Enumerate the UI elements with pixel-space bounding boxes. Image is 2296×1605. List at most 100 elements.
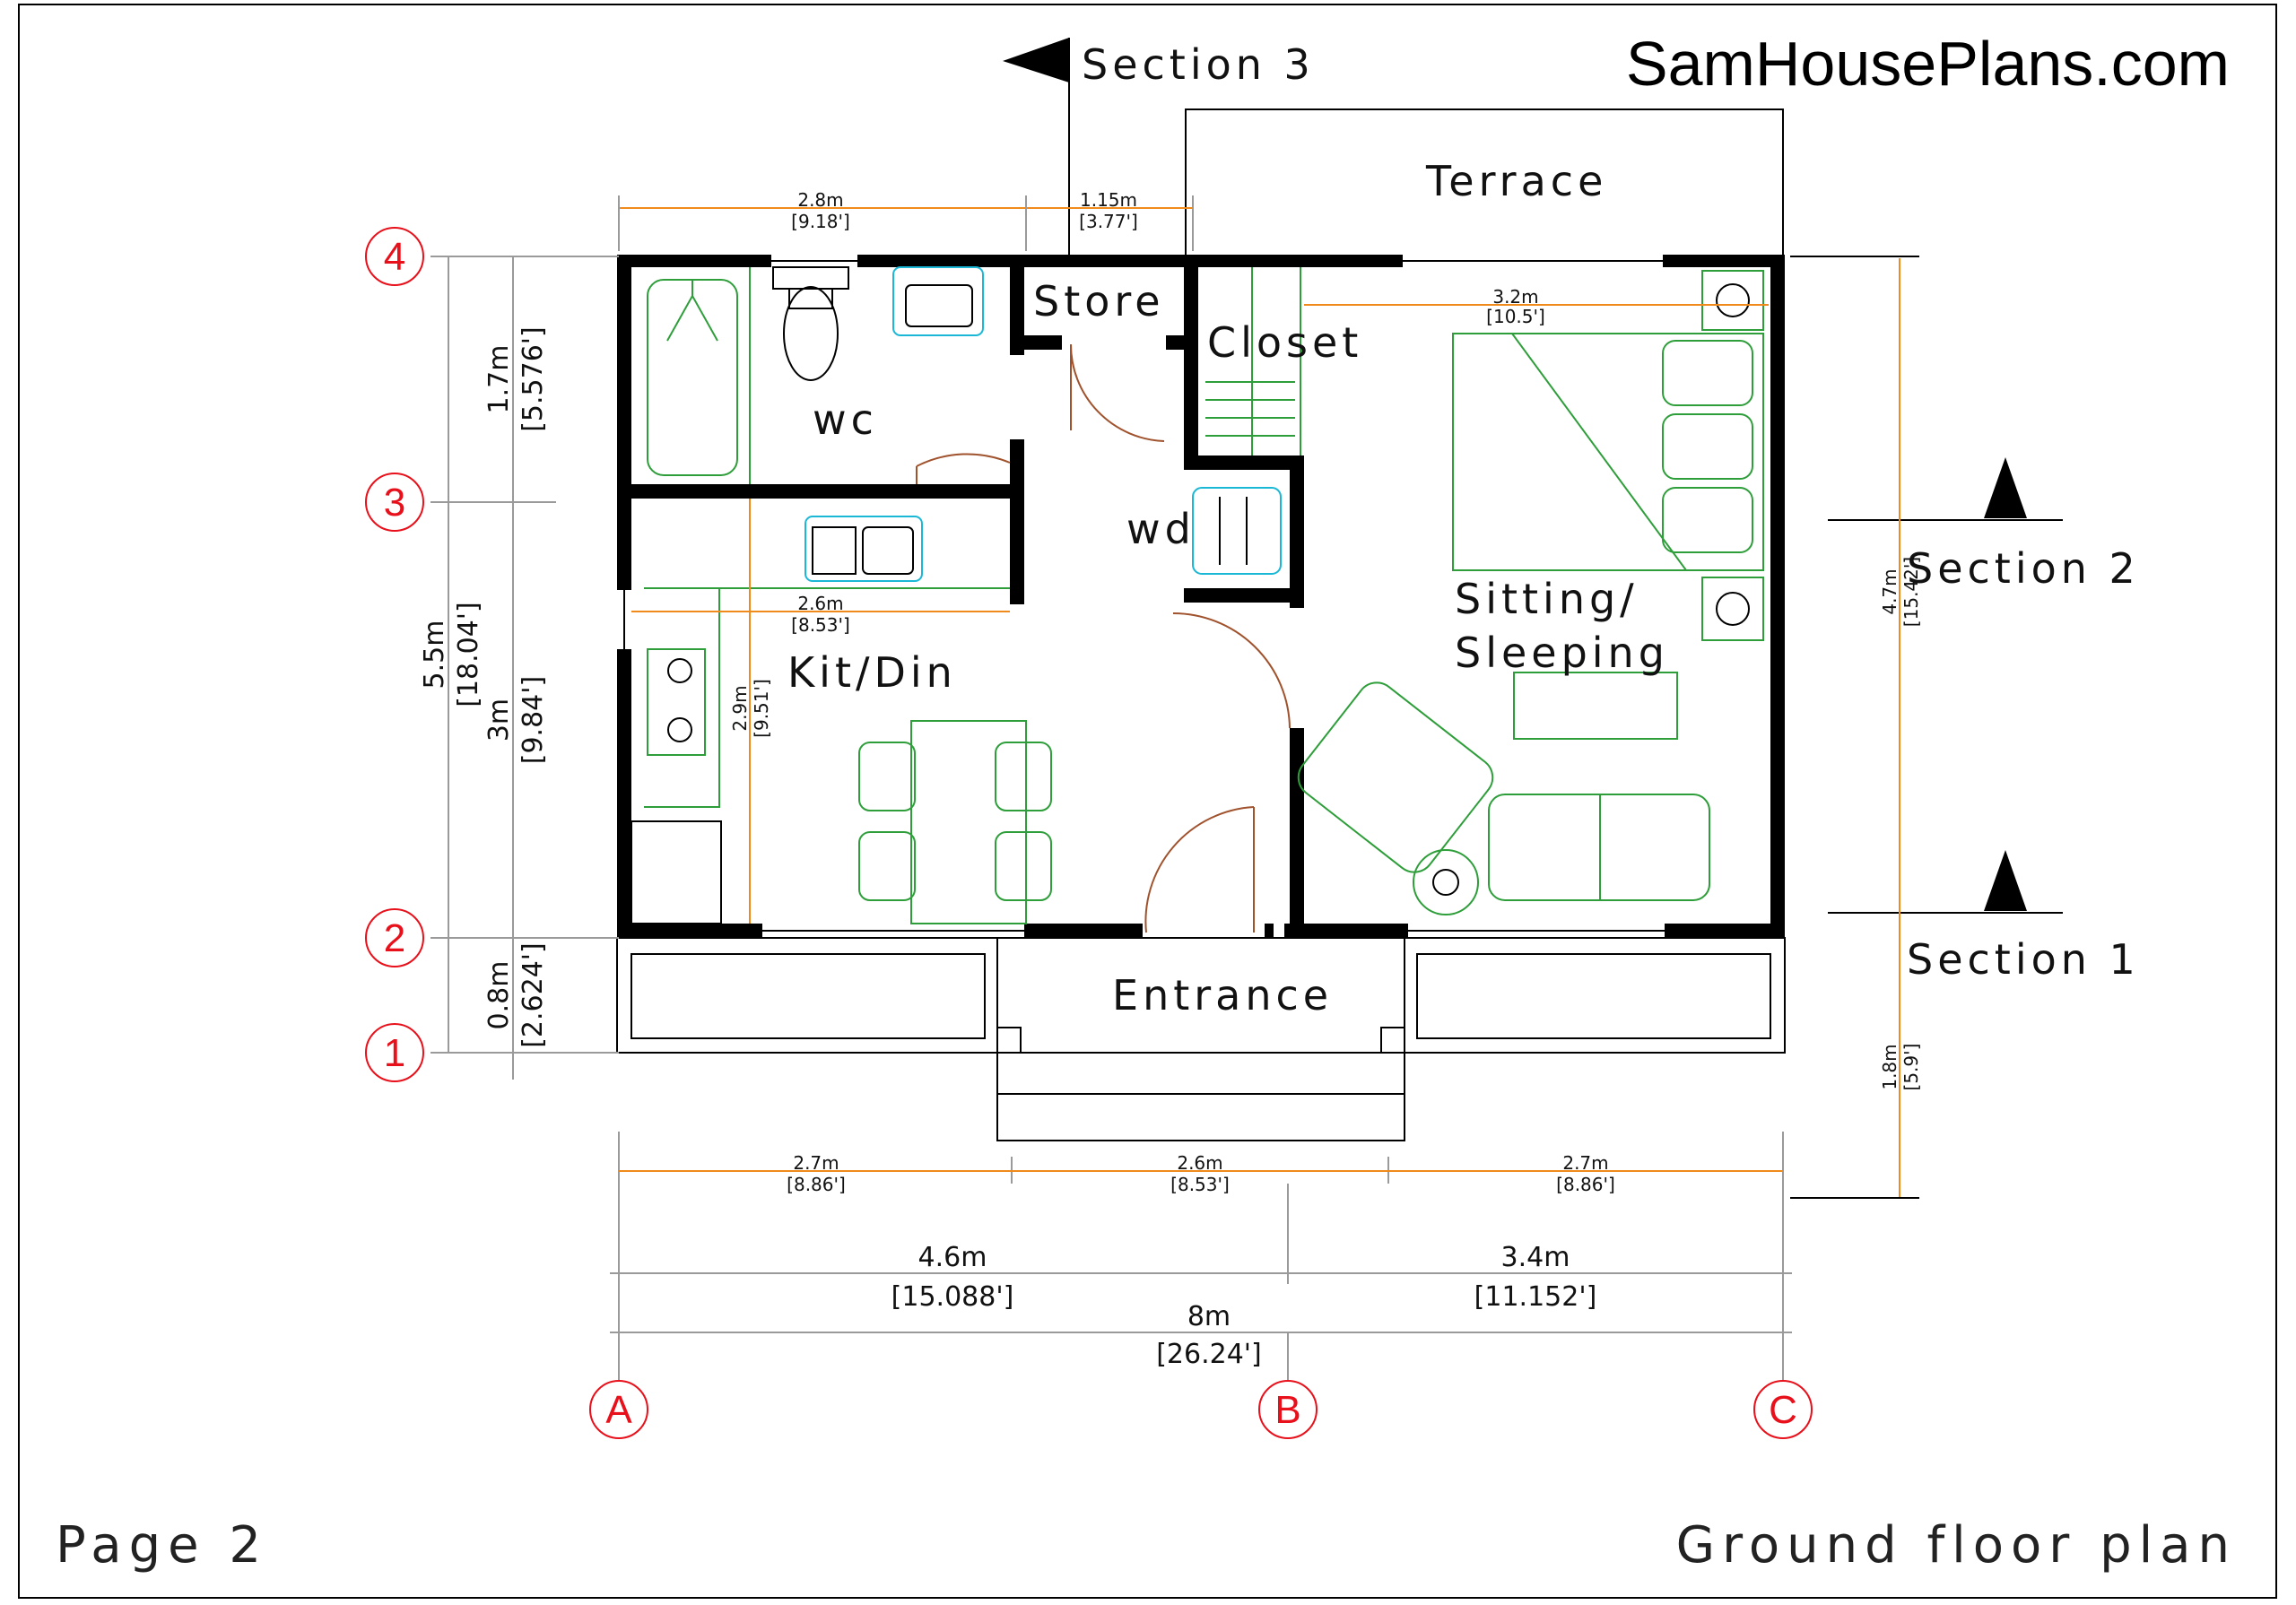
dim-wc-width-m: 2.8m <box>797 189 843 211</box>
dim-kitchen-width-m: 2.6m <box>797 593 843 614</box>
grid-marker-a <box>589 1380 648 1439</box>
dim-grid-a-b-ft: [15.088'] <box>891 1281 1014 1313</box>
dim-grid-a-b-m: 4.6m <box>918 1242 987 1273</box>
toilet <box>783 286 839 381</box>
dining-chair <box>858 831 916 901</box>
grid-marker-3 <box>365 473 424 532</box>
grid-label-c: C <box>1769 1388 1797 1432</box>
right-dimensions: 4.7m [15.42'] 1.8m [5.9'] <box>1790 256 1922 1199</box>
grid-marker-1 <box>365 1023 424 1082</box>
room-store: Store <box>1033 277 1165 325</box>
cooktop <box>647 648 706 756</box>
room-closet: Closet <box>1207 318 1362 367</box>
top-dimensions: 2.8m [9.18'] 1.15m [3.77'] <box>618 189 1194 251</box>
doors <box>916 343 1291 933</box>
dim-store-width-ft: [3.77'] <box>1079 211 1138 232</box>
dim-bay-a-ft: [8.86'] <box>787 1174 846 1195</box>
nightstand <box>1701 270 1764 331</box>
dim-bay-b-ft: [8.53'] <box>1170 1174 1230 1195</box>
entrance-porch: Entrance <box>616 937 1786 1141</box>
dim-right-porch-ft: [5.9'] <box>1900 1044 1922 1091</box>
bathtub <box>647 279 738 476</box>
kitchen-sink <box>804 516 923 582</box>
dim-right-main-ft: [15.42'] <box>1900 557 1922 627</box>
grid-label-4: 4 <box>384 235 405 279</box>
section-2-label: Section 2 <box>1907 544 2140 593</box>
bedroom-furniture <box>1297 270 1764 915</box>
grid-label-1: 1 <box>384 1031 405 1075</box>
dim-kitchen-depth-m: 2.9m <box>729 685 751 731</box>
dim-bay-c-m: 2.7m <box>1562 1152 1608 1174</box>
bed <box>1452 333 1764 571</box>
grid-marker-c <box>1753 1380 1813 1439</box>
dim-overall-width-ft: [26.24'] <box>1156 1339 1262 1370</box>
dining-table <box>910 720 1027 924</box>
dim-overall-depth-m: 5.5m <box>419 620 450 690</box>
armchair <box>1297 681 1494 873</box>
section-2-marker: Section 2 <box>1828 457 2140 593</box>
dim-grid-b-c-m: 3.4m <box>1501 1242 1570 1273</box>
wash-basin <box>892 266 984 336</box>
dim-row-4-3-ft: [5.576'] <box>517 326 549 432</box>
side-table <box>1413 849 1479 915</box>
room-sitting-line1: Sitting/ <box>1455 575 1639 623</box>
section-3-label: Section 3 <box>1082 40 1315 89</box>
dim-overall-depth-ft: [18.04'] <box>453 602 484 707</box>
dim-store-width-m: 1.15m <box>1080 189 1137 211</box>
grid-label-2: 2 <box>384 916 405 960</box>
grid-label-b: B <box>1274 1388 1300 1432</box>
dim-grid-b-c-ft: [11.152'] <box>1474 1281 1597 1313</box>
dim-right-porch-m: 1.8m <box>1879 1044 1900 1089</box>
grid-marker-b <box>1258 1380 1318 1439</box>
planter-right <box>1416 953 1771 1039</box>
dim-kitchen-depth-ft: [9.51'] <box>751 679 772 738</box>
room-wd: wd <box>1126 505 1196 553</box>
coffee-table <box>1513 672 1678 740</box>
sheet-border <box>18 4 2277 1599</box>
grid-marker-2 <box>365 908 424 967</box>
dim-row-2-1-m: 0.8m <box>483 961 515 1030</box>
page-label: Page 2 <box>56 1516 268 1575</box>
kitchen-fixtures <box>631 516 1052 924</box>
dining-chair <box>995 831 1052 901</box>
dim-right-main-m: 4.7m <box>1879 568 1900 614</box>
dim-overall-width-m: 8m <box>1187 1301 1231 1332</box>
pillow <box>1662 340 1753 406</box>
room-terrace: Terrace <box>1425 157 1607 205</box>
section-1-label: Section 1 <box>1907 935 2140 984</box>
dining-chair <box>858 742 916 811</box>
dim-kitchen-width-ft: [8.53'] <box>791 614 850 636</box>
dim-bedroom-width-m: 3.2m <box>1492 286 1538 308</box>
dim-wc-width-ft: [9.18'] <box>791 211 850 232</box>
bottom-dimensions: 2.7m [8.86'] 2.6m [8.53'] 2.7m [8.86'] 4… <box>589 1132 1813 1439</box>
dim-row-3-2-m: 3m <box>483 698 515 742</box>
room-entrance: Entrance <box>1112 971 1333 1019</box>
planter-left <box>631 953 986 1039</box>
dining-chair <box>995 742 1052 811</box>
dim-row-3-2-ft: [9.84'] <box>517 676 549 764</box>
interior-dimensions: 3.2m [10.5'] 2.6m [8.53'] 2.9m [9.51'] <box>631 286 1769 924</box>
exterior-walls <box>617 255 1785 938</box>
section-1-marker: Section 1 <box>1828 850 2140 984</box>
pillow <box>1662 413 1753 480</box>
dim-row-2-1-ft: [2.624'] <box>517 942 549 1048</box>
dim-bay-a-m: 2.7m <box>793 1152 839 1174</box>
grid-label-a: A <box>605 1388 632 1432</box>
nightstand <box>1701 577 1764 641</box>
dim-bay-b-m: 2.6m <box>1177 1152 1222 1174</box>
grid-marker-4 <box>365 227 424 286</box>
room-kitchen-dining: Kit/Din <box>787 648 957 697</box>
room-wc: wc <box>813 395 878 444</box>
closet-shelves <box>1192 267 1301 575</box>
grid-label-3: 3 <box>384 481 405 525</box>
dim-row-4-3-m: 1.7m <box>483 345 515 414</box>
left-grid: 4 3 2 1 1.7m [5.576'] 3m [9.84'] 0.8m [2… <box>365 227 619 1082</box>
pillow <box>1662 487 1753 553</box>
wc-fixtures <box>647 266 984 484</box>
section-3-marker: Section 3 <box>1003 38 1315 260</box>
drawing-title: Ground floor plan <box>1676 1516 2237 1575</box>
dim-bay-c-ft: [8.86'] <box>1556 1174 1615 1195</box>
room-sitting-line2: Sleeping <box>1455 629 1669 677</box>
washer-dryer <box>1192 487 1282 575</box>
